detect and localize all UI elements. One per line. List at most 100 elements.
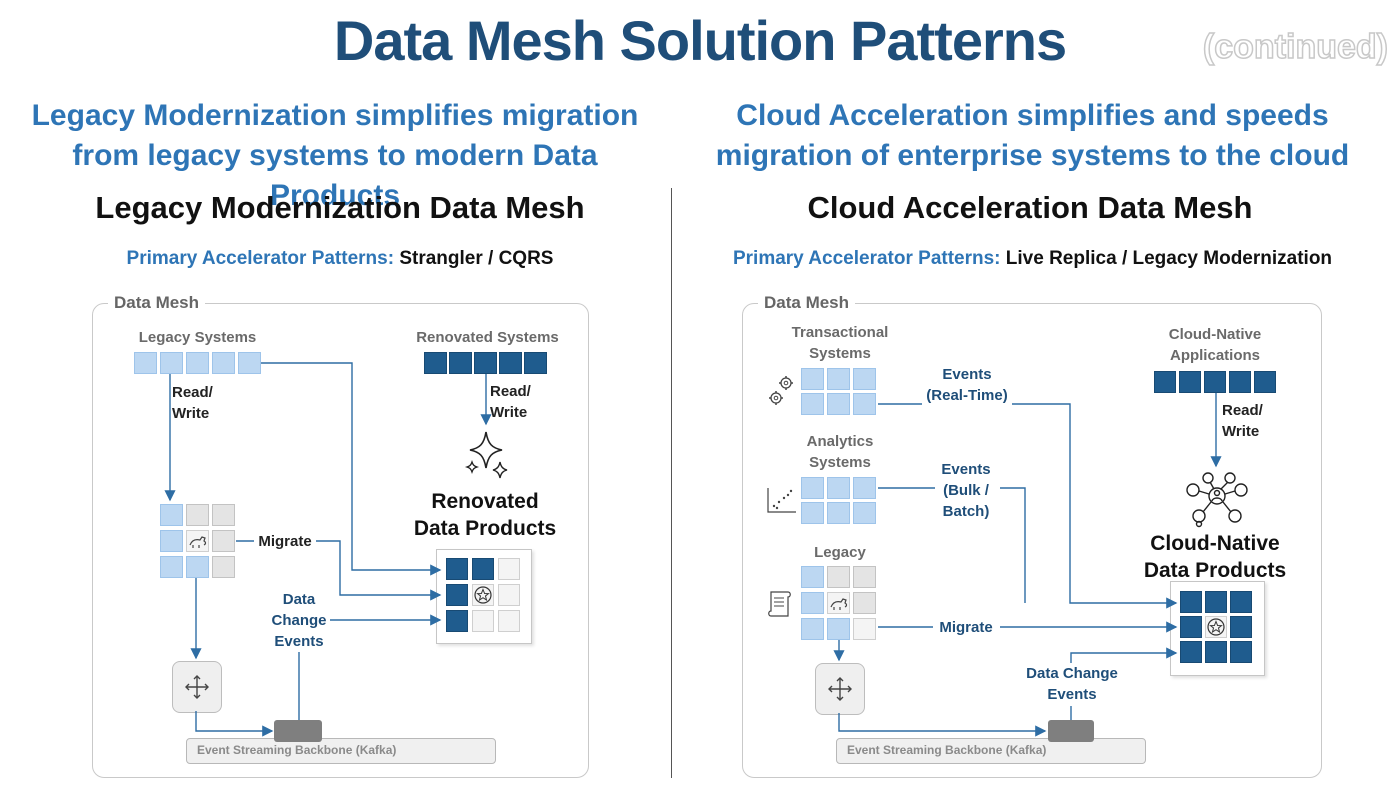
right-data-change-events-label: Data Change Events	[1024, 663, 1120, 705]
product-cell	[446, 584, 468, 606]
right-subtitle: Cloud Acceleration Data Mesh	[807, 190, 1253, 225]
lg-cell	[853, 592, 876, 614]
right-dce-line1: Data Change	[1026, 665, 1118, 682]
product-cell	[1205, 591, 1227, 613]
cloud-apps-line1: Cloud-Native	[1168, 326, 1262, 343]
product-cell	[1230, 641, 1252, 663]
cloud-products-line1: Cloud-Native	[1150, 532, 1280, 555]
right-event-backbone: Event Streaming Backbone (Kafka)	[836, 738, 1146, 764]
app-block	[1154, 371, 1176, 393]
transactional-line1: Transactional	[791, 324, 889, 341]
renovated-systems-label: Renovated Systems	[416, 329, 559, 346]
product-cell	[1230, 591, 1252, 613]
right-headline-line1: Cloud Acceleration simplifies and speeds	[736, 99, 1329, 132]
left-read-write-label: Read/ Write	[172, 382, 227, 424]
star-icon	[1207, 618, 1225, 636]
tx-cell	[827, 393, 850, 415]
events-rt-line2: (Real-Time)	[926, 387, 1008, 404]
transactional-systems-label: Transactional Systems	[780, 322, 900, 364]
renovated-data-products-label: Renovated Data Products	[410, 488, 560, 542]
left-headline: Legacy Modernization simplifies migratio…	[20, 96, 650, 216]
renovated-read-write-line2: Write	[490, 404, 528, 421]
events-bulk-batch-label: Events (Bulk / Batch)	[935, 459, 997, 522]
product-cell	[472, 610, 494, 632]
legacy-systems-label: Legacy Systems	[138, 329, 257, 346]
grid-cell	[212, 504, 235, 526]
lg-cell	[801, 618, 824, 640]
dce-line1: Data	[282, 591, 316, 608]
right-read-write-label: Read/ Write	[1222, 400, 1277, 442]
panel-divider	[671, 188, 672, 778]
renovated-block	[524, 352, 547, 374]
events-bulk-line3: Batch)	[942, 503, 990, 520]
gear-icon	[769, 376, 793, 405]
an-cell	[827, 502, 850, 524]
continued-label: (continued)	[1202, 27, 1389, 67]
network-icon	[1186, 472, 1248, 528]
product-cell	[472, 584, 494, 606]
right-dce-line2: Events	[1047, 686, 1097, 703]
star-icon	[474, 586, 492, 604]
right-read-write-line2: Write	[1222, 423, 1260, 440]
product-cell	[446, 558, 468, 580]
lg-cell	[827, 618, 850, 640]
product-cell	[1180, 616, 1202, 638]
product-cell	[498, 558, 520, 580]
renovated-read-write-line1: Read/	[490, 383, 531, 400]
product-cell	[1180, 591, 1202, 613]
lg-cell	[853, 618, 876, 640]
cloud-native-data-products-label: Cloud-Native Data Products	[1140, 530, 1290, 584]
lg-cell	[853, 566, 876, 588]
grid-cell	[160, 556, 183, 578]
product-cell	[1180, 641, 1202, 663]
page-title: Data Mesh Solution Patterns	[333, 9, 1067, 72]
sparkle-icon	[464, 431, 508, 479]
product-cell	[1230, 616, 1252, 638]
an-cell	[801, 477, 824, 499]
renovated-block	[449, 352, 472, 374]
tx-cell	[801, 393, 824, 415]
transactional-line2: Systems	[809, 345, 871, 362]
grid-cell	[186, 556, 209, 578]
left-patterns-label: Primary Accelerator Patterns:	[126, 248, 395, 269]
analytics-systems-label: Analytics Systems	[790, 431, 890, 473]
left-subtitle: Legacy Modernization Data Mesh	[95, 190, 585, 225]
legacy-block	[134, 352, 157, 374]
grid-cell	[160, 504, 183, 526]
left-data-change-events-label: Data Change Events	[268, 589, 330, 652]
grid-cell	[212, 530, 235, 552]
dinosaur-icon	[189, 536, 207, 548]
renovated-block	[424, 352, 447, 374]
left-mesh-label: Data Mesh	[108, 293, 206, 313]
lg-cell	[827, 566, 850, 588]
an-cell	[801, 502, 824, 524]
dce-line3: Events	[274, 633, 324, 650]
right-headline-line2: migration of enterprise systems to the c…	[715, 139, 1350, 172]
events-real-time-label: Events (Real-Time)	[922, 364, 1012, 406]
cloud-products-line2: Data Products	[1143, 559, 1287, 582]
an-cell	[853, 477, 876, 499]
right-kafka-node	[1048, 720, 1094, 742]
move-arrows-icon	[185, 675, 209, 699]
lg-cell	[801, 566, 824, 588]
scatter-plot-icon	[767, 488, 796, 513]
right-router	[815, 663, 865, 715]
legacy-block	[238, 352, 261, 374]
product-cell	[498, 610, 520, 632]
grid-cell	[186, 504, 209, 526]
right-patterns: Primary Accelerator Patterns: Live Repli…	[700, 248, 1365, 270]
right-read-write-line1: Read/	[1222, 402, 1263, 419]
left-router	[172, 661, 222, 713]
app-block	[1179, 371, 1201, 393]
analytics-line1: Analytics	[806, 433, 874, 450]
tx-cell	[801, 368, 824, 390]
scroll-icon	[768, 591, 791, 617]
renovated-block	[474, 352, 497, 374]
app-block	[1229, 371, 1251, 393]
legacy-label: Legacy	[814, 544, 866, 561]
left-event-backbone: Event Streaming Backbone (Kafka)	[186, 738, 496, 764]
renovated-products-line2: Data Products	[413, 517, 557, 540]
legacy-block	[186, 352, 209, 374]
